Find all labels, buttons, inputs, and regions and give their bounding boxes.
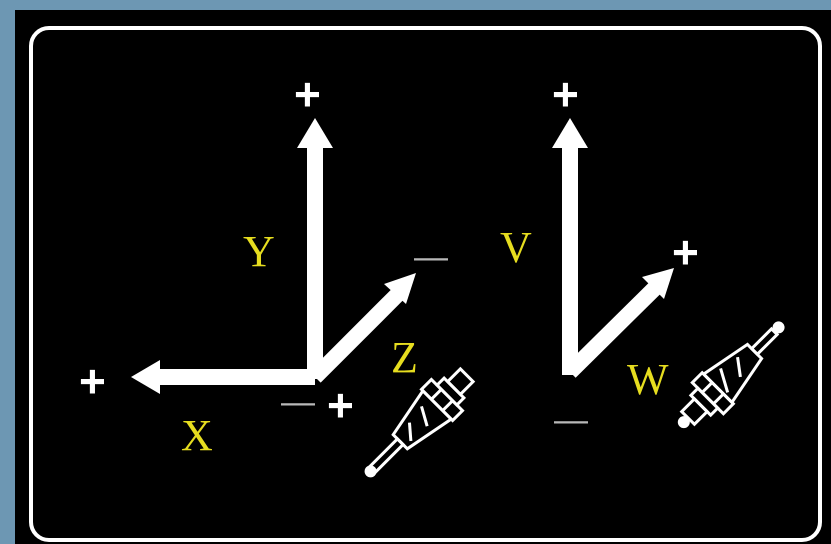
w-axis-label: W <box>627 355 669 404</box>
z-axis-arrowhead <box>384 273 416 304</box>
z-minus-sign: — <box>414 238 448 276</box>
z-plus-sign: + <box>327 379 354 431</box>
y-plus-sign: + <box>294 68 321 120</box>
y-axis-arrowhead <box>297 118 333 148</box>
w-plus-sign: + <box>672 226 699 278</box>
tool-icon <box>364 366 476 478</box>
x-plus-sign: + <box>79 355 106 407</box>
w-axis-arrowhead <box>642 268 674 299</box>
x-minus-sign: — <box>281 383 315 421</box>
xyz-axes: Y X Z + + — + — <box>79 68 448 460</box>
diagram-panel <box>15 10 831 544</box>
z-axis-label: Z <box>391 333 418 382</box>
vw-axes: V W + + — <box>500 68 699 439</box>
w-minus-sign: — <box>554 401 588 439</box>
z-axis-line <box>309 289 403 383</box>
panel-border <box>29 26 822 542</box>
w-axis-line <box>564 282 661 378</box>
v-plus-sign: + <box>552 68 579 120</box>
x-axis-arrowhead <box>131 360 160 394</box>
v-axis-arrowhead <box>552 118 588 148</box>
tool-icon <box>677 321 785 429</box>
x-axis-label: X <box>181 411 213 460</box>
v-axis-label: V <box>500 223 532 272</box>
y-axis-label: Y <box>243 227 275 276</box>
